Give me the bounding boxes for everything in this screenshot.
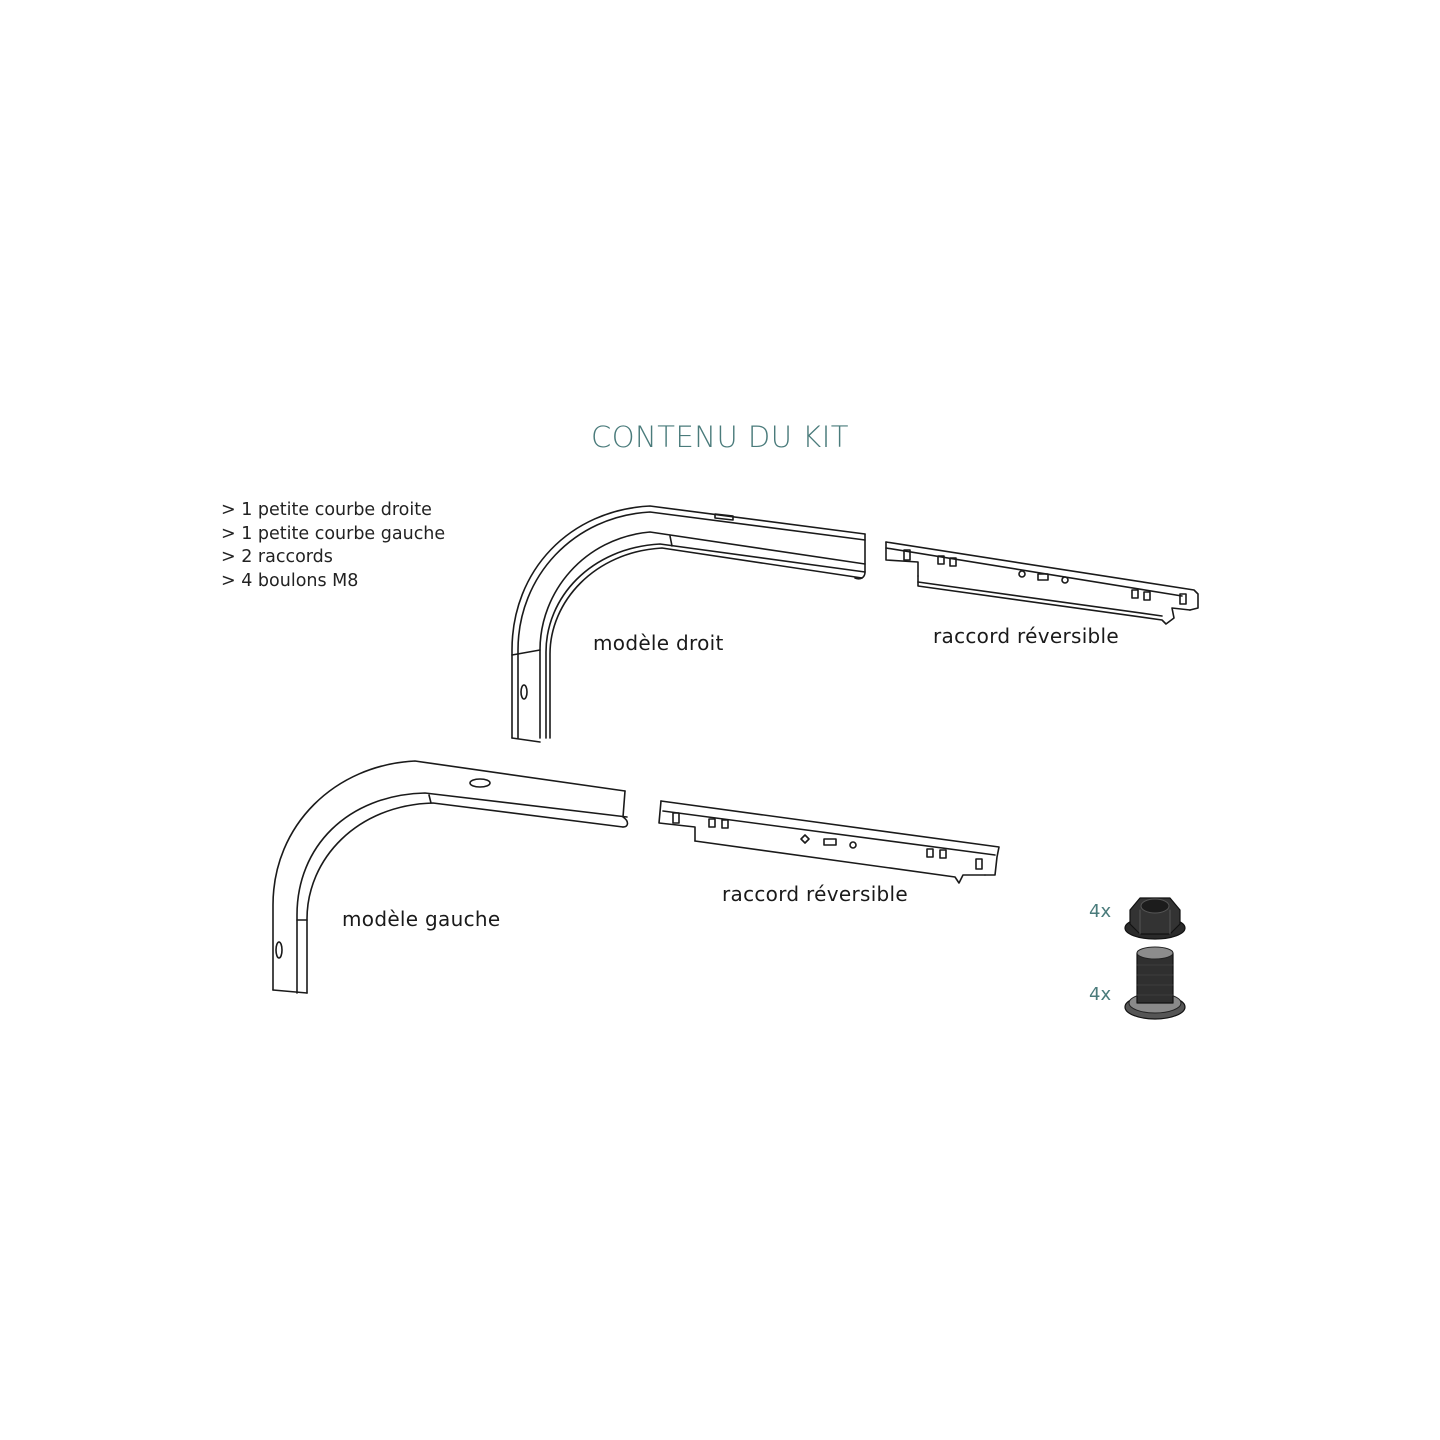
connector-bottom-drawing [658, 800, 1000, 884]
kit-contents-list: > 1 petite courbe droite > 1 petite cour… [221, 499, 445, 593]
kit-item: > 1 petite courbe droite [221, 500, 432, 520]
kit-item: > 1 petite courbe gauche [221, 523, 446, 544]
kit-item: > 2 raccords [221, 547, 333, 567]
curve-right-drawing [511, 505, 866, 743]
connector-top-drawing [885, 541, 1199, 625]
connector-bottom-label: raccord réversible [722, 882, 909, 906]
curve-left-drawing [272, 760, 629, 994]
nut-quantity: 4x [1089, 901, 1112, 922]
page-title: CONTENU DU KIT [590, 420, 849, 454]
curve-right-label: modèle droit [593, 631, 724, 655]
kit-item: > 4 boulons M8 [221, 570, 359, 591]
connector-top-label: raccord réversible [933, 624, 1120, 648]
bolt-icon [1124, 946, 1186, 1020]
curve-left-label: modèle gauche [342, 907, 501, 931]
flange-nut-icon [1124, 897, 1186, 940]
bolt-quantity: 4x [1089, 984, 1112, 1005]
